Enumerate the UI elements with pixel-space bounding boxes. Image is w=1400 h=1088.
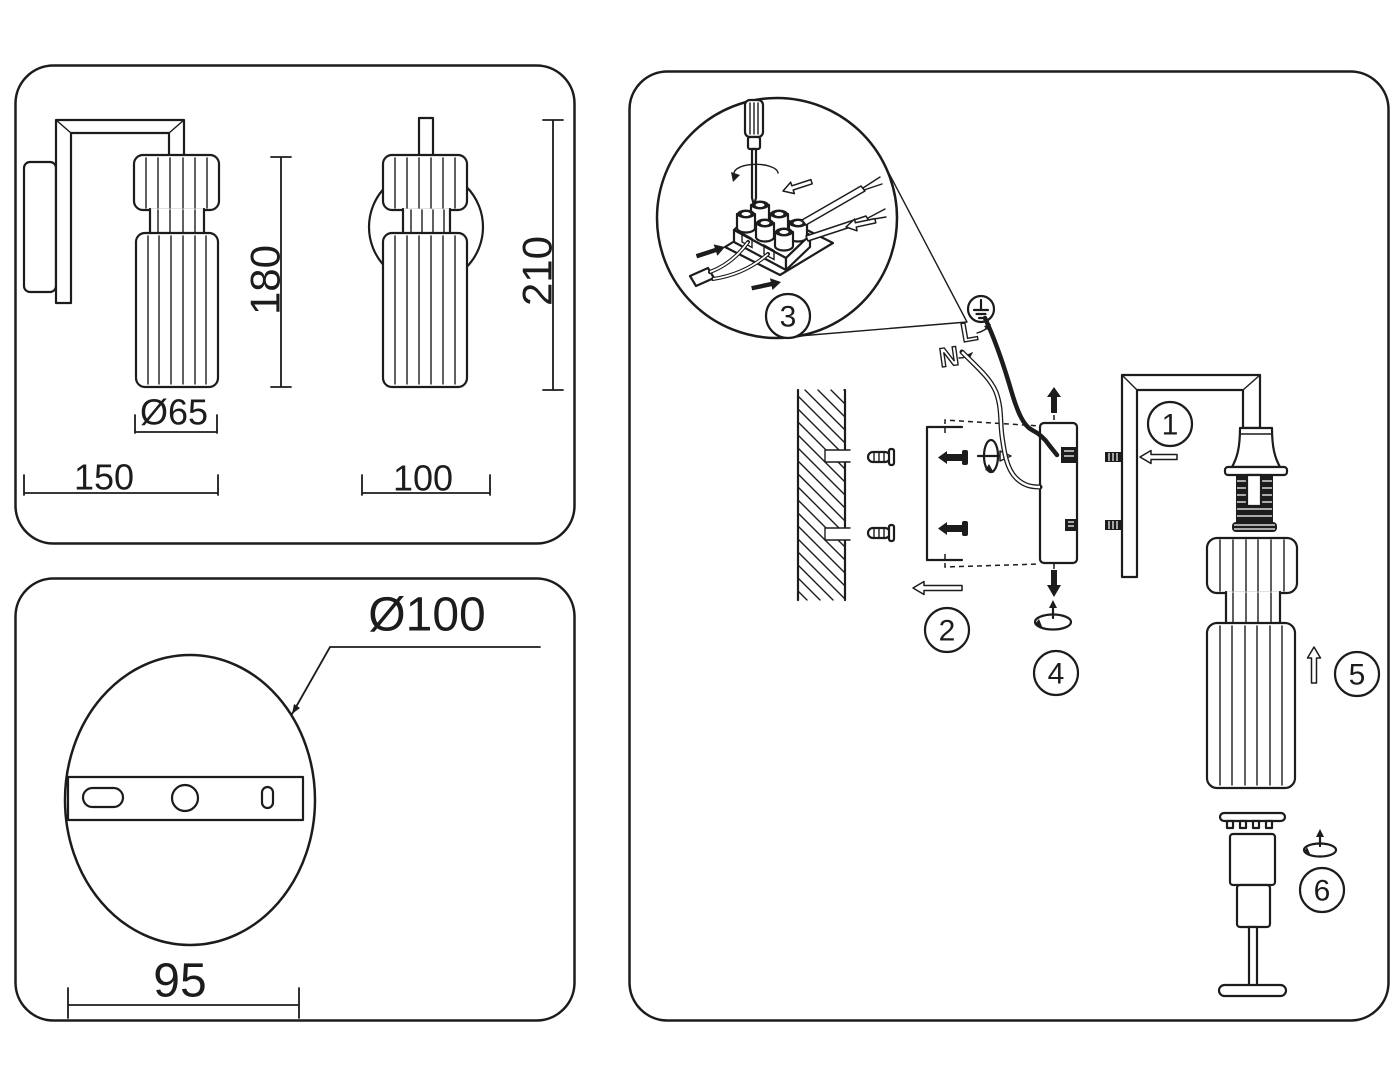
shade-diameter-label: Ø65 <box>140 392 208 433</box>
insert-arrow-icon <box>695 244 725 259</box>
insert-arrow-icon <box>782 178 813 195</box>
step-3-badge: 3 <box>764 292 812 340</box>
terminal-connector <box>1061 447 1077 463</box>
dimension-panel: 180 Ø65 150 210 100 <box>14 64 576 545</box>
side-width-dimension: 150 <box>23 457 219 498</box>
step-2-number: 2 <box>939 615 956 648</box>
step-6-badge: 6 <box>1298 866 1346 914</box>
live-wire <box>982 315 1060 458</box>
shade-bottom <box>381 231 469 389</box>
wall-anchor-icon <box>866 523 896 543</box>
shade-diameter-dimension: Ø65 <box>134 392 218 434</box>
lamp-socket <box>1223 426 1289 532</box>
step-4-badge: 4 <box>1032 649 1080 697</box>
shade-bottom <box>134 231 220 389</box>
plate-diameter-label: Ø100 <box>368 589 485 642</box>
hole-spacing-label: 95 <box>153 955 206 1008</box>
insert-arrow-icon <box>751 278 781 291</box>
wiring-detail-circle: 3 <box>655 96 899 340</box>
wire-neutral-label: N <box>937 341 960 373</box>
side-height-dimension: 180 <box>242 156 292 388</box>
step-3-number: 3 <box>780 301 797 334</box>
front-height-dimension: 210 <box>514 119 564 391</box>
small-hole <box>260 785 275 810</box>
diameter-leader-line <box>291 646 541 715</box>
step-6-number: 6 <box>1314 875 1331 908</box>
insert-arrow-icon <box>845 217 877 232</box>
lamp-shade <box>1205 536 1299 790</box>
threaded-stud-icon <box>1105 452 1122 462</box>
step-2-badge: 2 <box>923 606 971 654</box>
side-width-label: 150 <box>74 457 134 498</box>
rotate-icon <box>1033 600 1073 631</box>
front-width-dimension: 100 <box>361 458 491 499</box>
assembly-panel: 3 L N <box>628 70 1390 1022</box>
mounting-screw-icon <box>938 450 968 465</box>
wall-bracket <box>925 425 964 562</box>
rotate-icon <box>1302 829 1338 858</box>
front-width-label: 100 <box>393 458 453 499</box>
step-1-number: 1 <box>1162 409 1179 442</box>
locking-screw-icon <box>1047 387 1061 422</box>
mount-stem <box>417 116 435 159</box>
shade-top <box>132 153 221 212</box>
step-4-number: 4 <box>1048 658 1065 691</box>
wall-plate <box>22 160 58 294</box>
step-5-badge: 5 <box>1333 650 1381 698</box>
mounting-plate-panel: Ø100 95 <box>14 577 576 1022</box>
alignment-dashes <box>944 419 1041 568</box>
direction-arrow-icon <box>1139 449 1178 465</box>
lamp-cable-left <box>688 240 770 288</box>
led-bulb <box>1217 811 1288 998</box>
hole-spacing-dimension: 95 <box>67 955 300 1019</box>
front-height-label: 210 <box>514 236 561 306</box>
mains-wires <box>959 315 1060 490</box>
wire-live-label: L <box>958 316 979 348</box>
detail-leader-lines <box>786 161 968 338</box>
mounting-screw-icon <box>938 521 968 536</box>
wall-lamp-front-view <box>367 116 485 389</box>
slot-hole <box>81 786 125 809</box>
wall-lamp-side-view <box>22 118 221 389</box>
lamp-backplate <box>1038 421 1079 565</box>
step-1-badge: 1 <box>1146 400 1194 448</box>
mounting-bracket-bar <box>66 775 305 822</box>
earth-ground-icon <box>966 294 996 324</box>
direction-arrow-icon <box>1306 646 1322 684</box>
terminal-block <box>723 200 835 277</box>
threaded-stud-icon <box>1105 520 1122 530</box>
direction-arrow-icon <box>912 580 963 596</box>
drill-hole <box>824 527 851 541</box>
threaded-socket <box>1065 519 1077 531</box>
screwdriver-icon <box>731 98 779 207</box>
drill-hole <box>824 449 851 463</box>
step-5-number: 5 <box>1349 659 1366 692</box>
side-height-label: 180 <box>242 245 289 315</box>
wall-hatch-section <box>796 388 851 602</box>
center-hole <box>170 783 200 813</box>
wall-anchor-icon <box>866 447 896 467</box>
locking-screw-icon <box>1047 564 1061 597</box>
